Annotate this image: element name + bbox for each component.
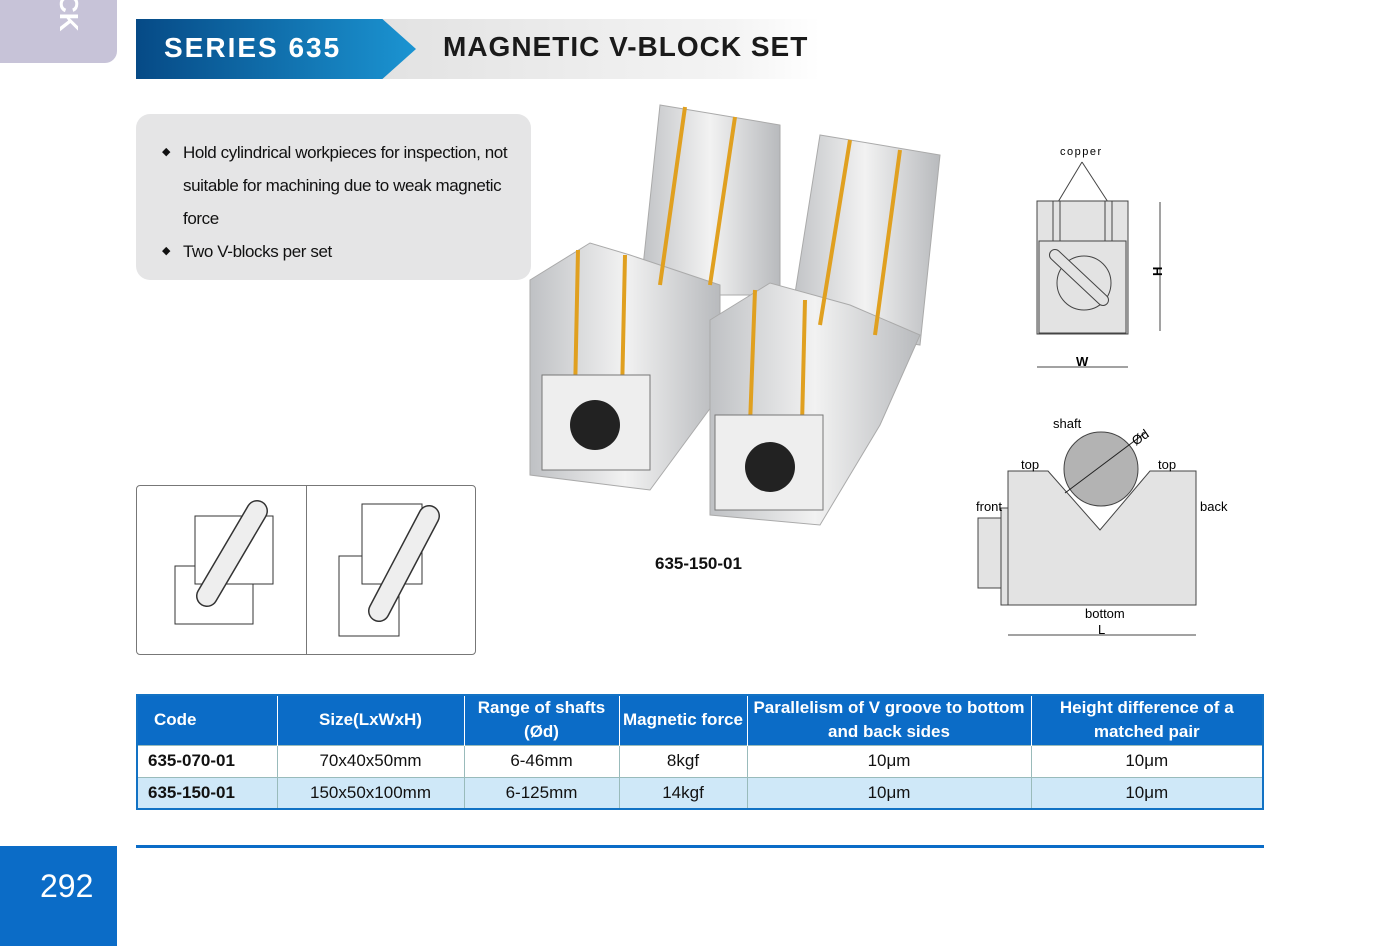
- col-height-diff: Height difference of a matched pair: [1031, 695, 1264, 745]
- dimension-diagram: copper H W shaft Ød top top front back b…: [976, 146, 1228, 637]
- bottom-label: bottom: [1085, 606, 1125, 621]
- series-label: SERIES 635: [164, 32, 342, 63]
- table-header-row: Code Size(LxWxH) Range of shafts (Ød) Ma…: [137, 695, 1264, 745]
- series-banner: SERIES 635: [136, 19, 416, 79]
- cell-range: 6-125mm: [464, 776, 620, 809]
- page-number: 292: [0, 846, 117, 946]
- feature-item: Two V-blocks per set: [162, 235, 521, 268]
- cell-code: 635-070-01: [137, 744, 278, 777]
- cell-height-diff: 10μm: [1031, 776, 1264, 809]
- illustration-horizontal-use: [306, 486, 476, 654]
- cell-code: 635-150-01: [137, 776, 278, 809]
- illustration-vertical-use: [137, 486, 306, 654]
- width-label: W: [1076, 354, 1089, 369]
- specs-table: Code Size(LxWxH) Range of shafts (Ød) Ma…: [136, 694, 1264, 810]
- features-box: Hold cylindrical workpieces for inspecti…: [136, 114, 531, 280]
- cell-force: 14kgf: [619, 776, 748, 809]
- header-title-bg: [380, 19, 820, 79]
- height-label: H: [1150, 267, 1165, 276]
- cell-height-diff: 10μm: [1031, 744, 1264, 777]
- footer-divider: [136, 845, 1264, 848]
- col-force: Magnetic force: [619, 695, 748, 745]
- shaft-label: shaft: [1053, 416, 1082, 431]
- diameter-label: Ød: [1129, 426, 1152, 448]
- page-title: MAGNETIC V-BLOCK SET: [443, 31, 809, 62]
- cell-size: 150x50x100mm: [277, 776, 465, 809]
- back-label: back: [1200, 499, 1228, 514]
- col-code: Code: [137, 695, 278, 745]
- col-range: Range of shafts (Ød): [464, 695, 620, 745]
- feature-item: Hold cylindrical workpieces for inspecti…: [162, 136, 521, 235]
- top-left-label: top: [1021, 457, 1039, 472]
- cell-size: 70x40x50mm: [277, 744, 465, 777]
- table-row: 635-070-01 70x40x50mm 6-46mm 8kgf 10μm 1…: [137, 744, 1264, 777]
- front-label: front: [976, 499, 1002, 514]
- photo-caption: 635-150-01: [655, 554, 742, 573]
- usage-illustrations: [136, 485, 476, 655]
- cell-parallelism: 10μm: [747, 744, 1032, 777]
- table-row: 635-150-01 150x50x100mm 6-125mm 14kgf 10…: [137, 776, 1264, 809]
- cell-force: 8kgf: [619, 744, 748, 777]
- cell-parallelism: 10μm: [747, 776, 1032, 809]
- col-size: Size(LxWxH): [277, 695, 465, 745]
- cell-range: 6-46mm: [464, 744, 620, 777]
- top-right-label: top: [1158, 457, 1176, 472]
- col-parallelism: Parallelism of V groove to bottom and ba…: [747, 695, 1032, 745]
- section-tab: CK: [0, 0, 117, 63]
- copper-label: copper: [1060, 146, 1103, 158]
- section-tab-label: CK: [54, 0, 84, 32]
- product-photo: [529, 104, 941, 526]
- length-label: L: [1098, 622, 1105, 637]
